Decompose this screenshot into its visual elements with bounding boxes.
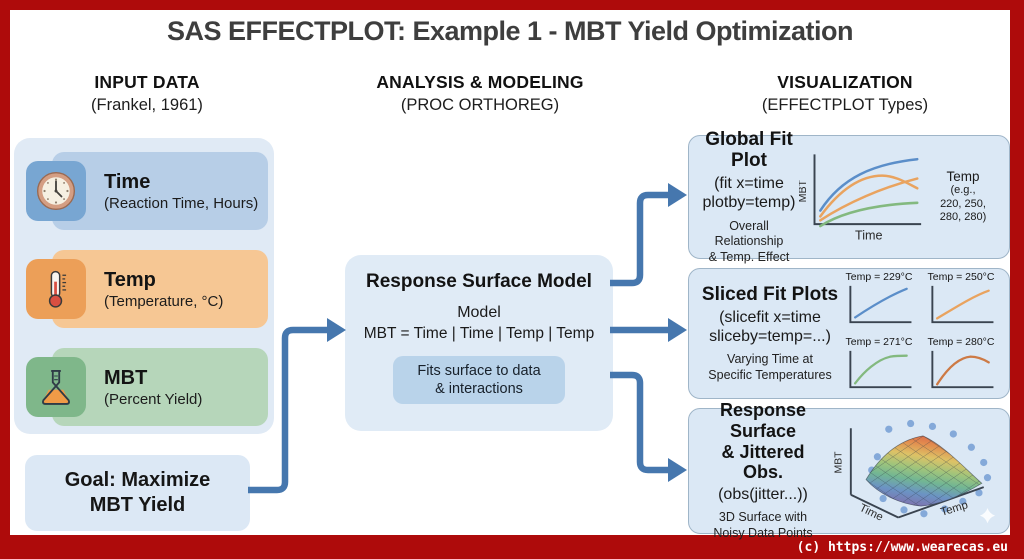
response-surface-model-box: Response Surface Model Model MBT = Time … bbox=[345, 255, 613, 431]
model-note-line-1: Fits surface to data bbox=[417, 363, 541, 379]
goal-line-2: MBT Yield bbox=[89, 494, 186, 516]
copyright-footer: (c) https://www.wearecas.eu bbox=[0, 535, 1024, 559]
clock-icon bbox=[26, 161, 86, 221]
model-note-line-2: & interactions bbox=[435, 381, 523, 398]
column-header-analysis: ANALYSIS & MODELING (PROC ORTHOREG) bbox=[355, 72, 605, 115]
viz-syntax-line-1: (slicefit x=time bbox=[719, 308, 821, 326]
viz-box-global-fit: Global Fit Plot (fit x=time plotby=temp)… bbox=[688, 129, 1010, 264]
input-card-time: Time (Reaction Time, Hours) bbox=[26, 152, 268, 230]
arrowhead bbox=[668, 183, 687, 207]
column-subtitle: (Frankel, 1961) bbox=[91, 96, 203, 114]
viz-title: Global Fit Plot bbox=[705, 128, 793, 172]
viz-box-response-surface: Response Surface & Jittered Obs. (obs(ji… bbox=[688, 400, 1010, 540]
arrow-model-to-surface bbox=[610, 371, 669, 474]
column-subtitle: (EFFECTPLOT Types) bbox=[761, 96, 929, 114]
column-subtitle: (PROC ORTHOREG) bbox=[400, 96, 560, 114]
chart-legend: Temp (e.g., 220, 250, 280, 280) bbox=[927, 169, 999, 225]
viz-title-line-2: & Jittered Obs. bbox=[721, 441, 805, 483]
viz-caption-line-1: Varying Time at bbox=[727, 351, 813, 366]
sliced-fit-grid: Temp = 229°C Temp = 250°C bbox=[841, 271, 999, 396]
goal-line-1: Goal: Maximize bbox=[64, 469, 211, 491]
model-note-box: Fits surface to data & interactions bbox=[393, 356, 565, 405]
slice-curve bbox=[853, 354, 908, 385]
input-card-temp: Temp (Temperature, °C) bbox=[26, 250, 268, 328]
model-formula: MBT = Time | Time | Temp | Temp bbox=[363, 325, 595, 342]
viz-caption-line-1: 3D Surface with bbox=[718, 510, 808, 525]
curve-blue bbox=[819, 157, 919, 212]
input-data-panel: Time (Reaction Time, Hours) bbox=[14, 138, 274, 434]
input-description: (Percent Yield) bbox=[104, 390, 203, 408]
slice-plot-280: Temp = 280°C bbox=[923, 336, 999, 396]
column-header-input-data: INPUT DATA (Frankel, 1961) bbox=[22, 72, 272, 115]
flask-icon bbox=[26, 357, 86, 417]
viz-syntax-line-2: sliceby=temp=...) bbox=[709, 327, 831, 345]
arrow-model-to-global-fit bbox=[610, 191, 669, 287]
input-name: Temp bbox=[104, 268, 156, 291]
viz-syntax-line-1: (fit x=time bbox=[714, 175, 784, 193]
viz-caption-line-2: & Temp. Effect bbox=[708, 249, 790, 264]
jittered-observations bbox=[868, 419, 992, 518]
viz-box-sliced-fit: Sliced Fit Plots (slicefit x=time sliceb… bbox=[688, 268, 1010, 399]
goal-box: Goal: Maximize MBT Yield bbox=[25, 455, 250, 531]
curve-green bbox=[819, 201, 919, 228]
global-fit-chart: MBT Time bbox=[799, 154, 922, 243]
model-label: Model bbox=[457, 304, 501, 321]
viz-syntax-line-2: plotby=temp) bbox=[702, 194, 796, 212]
input-card-mbt: MBT (Percent Yield) bbox=[26, 348, 268, 426]
column-title: INPUT DATA bbox=[94, 72, 200, 92]
y-axis-label: MBT bbox=[799, 179, 809, 202]
slice-plot-271: Temp = 271°C bbox=[841, 336, 917, 396]
column-header-visualization: VISUALIZATION (EFFECTPLOT Types) bbox=[720, 72, 970, 115]
slice-chart bbox=[931, 285, 994, 324]
input-name: MBT bbox=[104, 366, 148, 389]
arrowhead bbox=[327, 318, 346, 342]
response-surface-mesh bbox=[865, 435, 983, 507]
slice-plot-229: Temp = 229°C bbox=[841, 271, 917, 331]
viz-caption-line-2: Noisy Data Points bbox=[713, 525, 813, 540]
column-title: VISUALIZATION bbox=[777, 72, 913, 92]
slice-chart bbox=[931, 350, 994, 389]
time-axis-label: Time bbox=[857, 502, 885, 524]
slice-curve bbox=[935, 355, 990, 386]
viz-caption-line-1: Overall Relationship bbox=[714, 218, 784, 249]
viz-syntax: (obs(jitter...)) bbox=[718, 486, 808, 504]
legend-title: Temp bbox=[946, 168, 980, 184]
copyright-text: (c) https://www.wearecas.eu bbox=[796, 540, 1008, 555]
input-description: (Reaction Time, Hours) bbox=[104, 194, 259, 212]
page-title: SAS EFFECTPLOT: Example 1 - MBT Yield Op… bbox=[166, 16, 854, 46]
diagram-canvas: SAS EFFECTPLOT: Example 1 - MBT Yield Op… bbox=[10, 10, 1010, 540]
input-name: Time bbox=[104, 170, 151, 193]
model-title: Response Surface Model bbox=[366, 271, 592, 292]
sparkle-decoration bbox=[979, 508, 996, 524]
slice-plot-250: Temp = 250°C bbox=[923, 271, 999, 331]
slice-chart bbox=[849, 350, 912, 389]
curve-orange-rise bbox=[819, 177, 919, 222]
input-description: (Temperature, °C) bbox=[104, 292, 224, 310]
thermometer-icon bbox=[26, 259, 86, 319]
y-axis-label: MBT bbox=[833, 451, 844, 474]
x-axis-label: Time bbox=[855, 229, 883, 243]
slice-curve bbox=[935, 289, 990, 320]
arrowhead bbox=[668, 458, 687, 482]
curve-orange-peak bbox=[819, 174, 919, 218]
viz-title-line-1: Response Surface bbox=[719, 400, 807, 442]
slice-chart bbox=[849, 285, 912, 324]
viz-title: Sliced Fit Plots bbox=[701, 283, 839, 305]
arrowhead bbox=[668, 318, 687, 342]
surface-3d-chart: MBT Time Temp bbox=[833, 419, 996, 524]
slice-curve bbox=[853, 287, 908, 319]
viz-caption-line-2: Specific Temperatures bbox=[708, 367, 832, 382]
column-title: ANALYSIS & MODELING bbox=[376, 72, 584, 92]
